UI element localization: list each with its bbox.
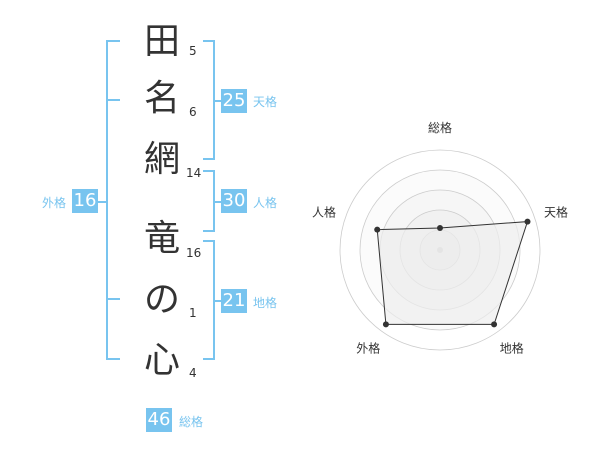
- stroke-count-2: 6: [189, 105, 197, 119]
- name-char-4: 竜: [143, 218, 180, 259]
- tenkaku-label: 天格: [253, 95, 278, 109]
- radar-axis-label: 総格: [428, 120, 452, 135]
- soukaku-label: 総格: [179, 415, 204, 429]
- radar-area: [376, 221, 529, 325]
- name-char-5: の: [143, 279, 180, 320]
- radar-axis-label: 人格: [312, 204, 336, 219]
- radar-axis-label: 外格: [356, 341, 380, 356]
- radar-point: [382, 321, 389, 328]
- gaikaku-value: 16: [72, 189, 98, 213]
- radar-point: [491, 321, 498, 328]
- jinkaku-label: 人格: [253, 196, 278, 210]
- tenkaku-value: 25: [221, 89, 247, 113]
- name-char-1: 田: [143, 21, 180, 62]
- radar-axis-label: 天格: [544, 204, 568, 219]
- chikaku-value: 21: [221, 289, 247, 313]
- radar-axis-label: 地格: [500, 341, 524, 356]
- name-char-6: 心: [143, 340, 180, 381]
- jinkaku-value: 30: [221, 189, 247, 213]
- chikaku-label: 地格: [253, 296, 278, 310]
- stroke-count-3: 14: [186, 166, 202, 180]
- gaikaku-label: 外格: [42, 196, 67, 210]
- stroke-count-4: 16: [186, 246, 202, 260]
- stroke-count-6: 4: [189, 366, 197, 380]
- soukaku-value: 46: [146, 408, 172, 432]
- stroke-count-1: 5: [189, 44, 197, 58]
- name-char-2: 名: [143, 78, 180, 119]
- stroke-count-5: 1: [189, 306, 197, 320]
- radar-point: [374, 226, 381, 233]
- radar-point: [524, 218, 531, 225]
- radar-point: [437, 225, 443, 231]
- name-char-3: 網: [143, 139, 180, 180]
